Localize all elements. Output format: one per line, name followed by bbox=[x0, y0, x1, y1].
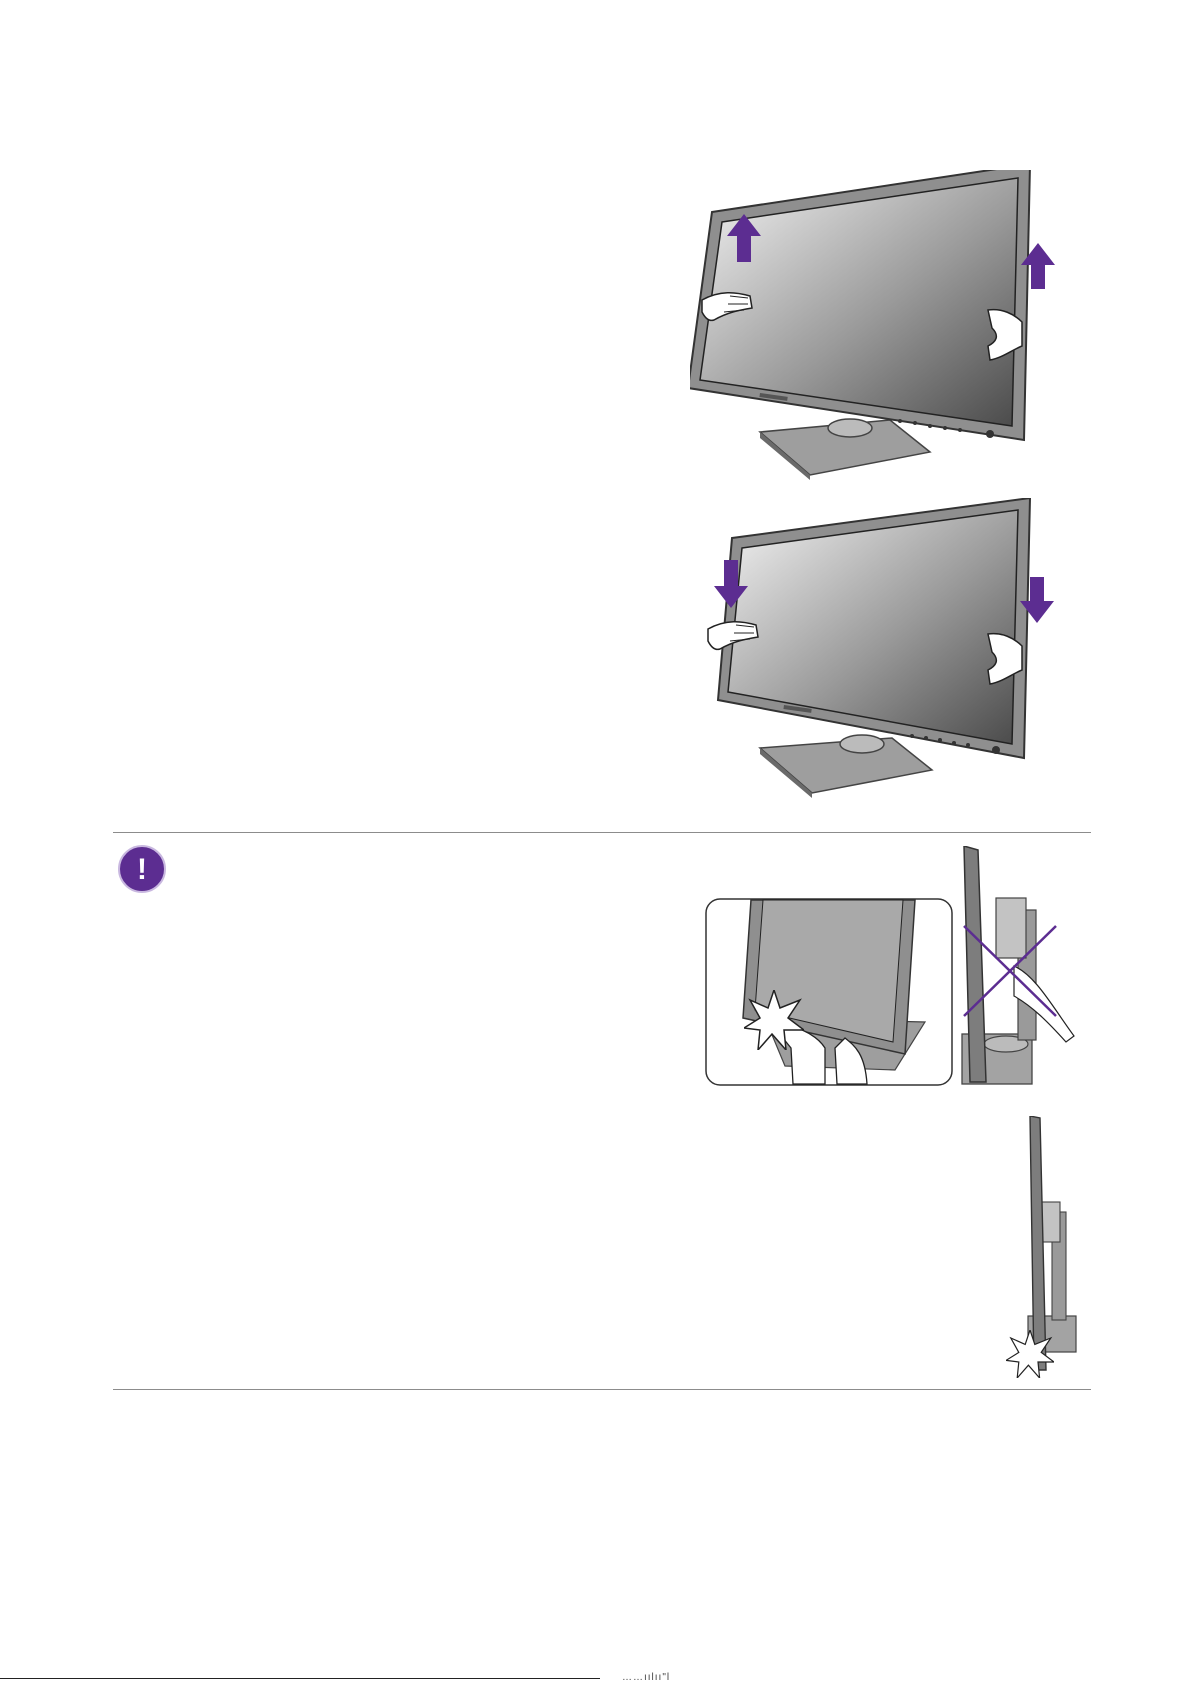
pinch-warning-front-illustration bbox=[705, 898, 953, 1086]
warning-exclamation-icon: ! bbox=[117, 844, 167, 894]
arrow-down-icon bbox=[1020, 577, 1054, 623]
note-top-rule bbox=[113, 832, 1091, 833]
svg-text:!: ! bbox=[137, 853, 147, 886]
pinch-burst-icon bbox=[744, 990, 804, 1050]
footer-mark: ……ıılıı"Ɩ bbox=[622, 1672, 670, 1683]
hand-right-icon bbox=[982, 630, 1026, 686]
arrow-down-icon bbox=[714, 560, 748, 608]
hand-left-icon bbox=[706, 615, 766, 657]
arrow-up-icon bbox=[727, 214, 761, 262]
note-bottom-rule bbox=[113, 1389, 1091, 1390]
hand-left-icon bbox=[700, 286, 760, 328]
pinch-burst-icon bbox=[1006, 1330, 1054, 1378]
do-not-hold-side-illustration bbox=[956, 846, 1076, 1086]
arrow-up-icon bbox=[1021, 243, 1055, 289]
hand-right-icon bbox=[982, 306, 1026, 362]
footer-rule bbox=[0, 1678, 600, 1679]
